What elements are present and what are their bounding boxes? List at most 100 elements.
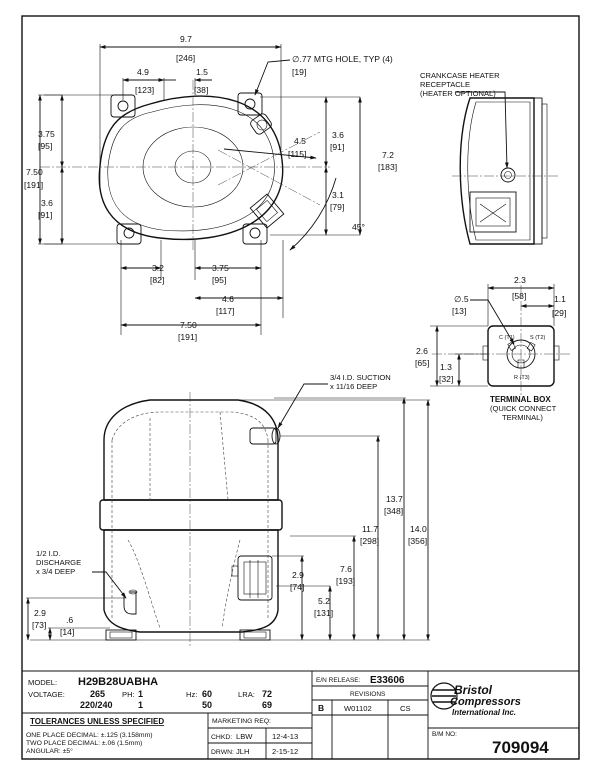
tb-subtitle1: (QUICK CONNECT [490,404,557,413]
heater-label-line2: RECEPTACLE [420,80,470,89]
dim-upper-left: 3.75 [38,129,55,139]
dim-overall-width: 9.7 [180,34,192,44]
dim-h-76-mm: [193] [336,576,355,586]
dim-h-140-mm: [356] [408,536,427,546]
voltage-1: 265 [90,689,105,699]
dim-diag: 4.5 [294,136,306,146]
dim-h-52-mm: [131] [314,608,333,618]
lra-2: 69 [262,700,272,710]
hz-label: Hz: [186,690,197,699]
dim-bottom-b: 3.75 [212,263,229,273]
marketing-req: MARKETING REQ: [212,718,271,725]
dim-lower-left: 3.6 [41,198,53,208]
dim-h-117-mm: [298] [360,536,379,546]
suction-label-line2: x 11/16 DEEP [330,382,377,391]
dim-diag-mm: [115] [288,149,306,159]
ph-label: PH: [122,690,135,699]
side-view: CRANKCASE HEATER RECEPTACLE (HEATER OPTI… [420,71,560,245]
dim-upper-left-mm: [95] [38,141,52,151]
dim-h-29-left: 2.9 [34,608,46,618]
dim-bottom-a-mm: [82] [150,275,164,285]
dim-center-offset: 1.5 [196,67,208,77]
revision-by: CS [400,704,411,713]
drawn-date: 2-15-12 [272,747,298,756]
tb-height: 2.6 [416,346,428,356]
tb-offset: 1.1 [554,294,566,304]
drawn-label: DRWN: [211,749,234,756]
dim-height-left-mm: [191] [24,180,43,190]
dim-h-29-left-mm: [73] [32,620,46,630]
tb-terminal-r: R (T3) [514,375,530,381]
tb-terminal-c: C (T1) [499,335,515,341]
tolerance-one: ONE PLACE DECIMAL: ±.125 (3.158mm) [26,732,153,739]
dim-upper-right: 3.6 [332,130,344,140]
brand-line3: International Inc. [452,708,516,717]
model-number: H29B28UABHA [78,676,158,688]
dim-lower-right-mm: [79] [330,202,344,212]
dim-h-06: .6 [66,615,73,625]
brand-line2: Compressors [450,696,521,708]
drawn-by: JLH [236,747,250,756]
dim-h-06-mm: [14] [60,627,74,637]
tb-width-mm: [58] [512,291,526,301]
voltage-2: 220/240 [80,700,113,710]
suction-label-line1: 3/4 I.D. SUCTION [330,373,391,382]
dim-lower-right: 3.1 [332,190,344,200]
dim-overall-width-mm: [246] [176,53,195,63]
dim-bottom-d-mm: [191] [178,332,197,342]
tolerance-two: TWO PLACE DECIMAL: ±.06 (1.5mm) [26,740,142,747]
dim-angle: 45° [352,222,365,232]
tb-title: TERMINAL BOX [490,395,551,404]
checked-label: CHKD: [211,734,232,741]
dim-h-137: 13.7 [386,494,403,504]
dim-left-to-center: 4.9 [137,67,149,77]
tb-height-mm: [65] [415,358,429,368]
note-mount-hole-mm: [19] [292,67,306,77]
model-label: MODEL: [28,678,57,687]
front-view: 3/4 I.D. SUCTION x 11/16 DEEP 1/2 I.D. D… [26,373,430,648]
voltage-label: VOLTAGE: [28,690,65,699]
dim-bottom-c: 4.6 [222,294,234,304]
tb-center: 1.3 [440,362,452,372]
hz-1: 60 [202,689,212,699]
dim-h-117: 11.7 [362,524,378,534]
dim-bottom-c-mm: [117] [216,306,234,316]
brand-line1: Bristol [454,683,493,697]
dim-height-right-mm: [183] [378,162,397,172]
tb-center-mm: [32] [439,374,453,384]
revision-number: W01102 [344,704,372,713]
dim-left-to-center-mm: [123] [135,85,154,95]
terminal-box: 2.3 [58] 1.1 [29] ∅.5 [13] 2.6 [65] 1.3 … [415,275,570,422]
dim-h-137-mm: [348] [384,506,403,516]
dim-h-52: 5.2 [318,596,330,606]
tb-hole-mm: [13] [452,306,466,316]
sheet-border [21,15,580,760]
lra-1: 72 [262,689,272,699]
lra-label: LRA: [238,690,255,699]
title-block: MODEL: H29B28UABHA VOLTAGE: 265 220/240 … [22,670,579,759]
dim-bottom-b-mm: [95] [212,275,226,285]
tb-subtitle2: TERMINAL) [502,413,543,422]
dim-h-29-right: 2.9 [292,570,304,580]
dim-bottom-a: 3.2 [152,263,164,273]
release-label: E/N RELEASE: [316,677,361,684]
note-mount-hole: ∅.77 MTG HOLE, TYP (4) [292,54,393,64]
checked-date: 12-4-13 [272,732,298,741]
ph-1: 1 [138,689,143,699]
dim-height-left: 7.50 [26,167,43,177]
tb-terminal-s: S (T2) [530,335,545,341]
hz-2: 50 [202,700,212,710]
checked-by: LBW [236,732,253,741]
dim-bottom-d: 7.50 [180,320,197,330]
revision-letter: B [318,703,324,713]
release-number: E33606 [370,675,405,686]
tb-width: 2.3 [514,275,526,285]
discharge-label-line1: 1/2 I.D. [36,549,60,558]
dim-h-140: 14.0 [410,524,427,534]
heater-label-line3: (HEATER OPTIONAL) [420,89,496,98]
bm-number: 709094 [492,738,549,757]
bristol-logo: Bristol Compressors International Inc. [430,682,521,717]
heater-label-line1: CRANKCASE HEATER [420,71,500,80]
tolerances-title: TOLERANCES UNLESS SPECIFIED [30,717,164,726]
